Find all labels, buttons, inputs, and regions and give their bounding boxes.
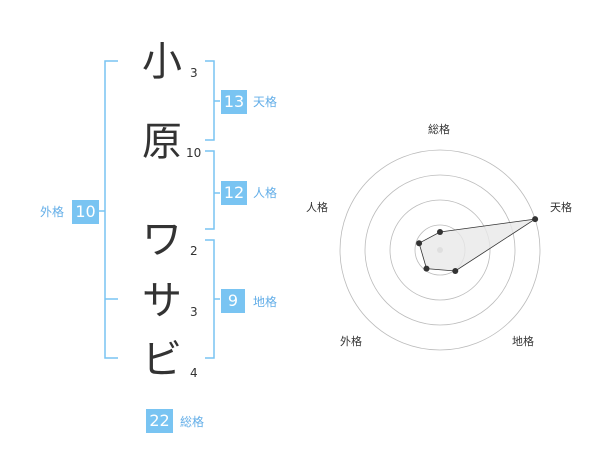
name-char-2: 原 xyxy=(142,119,182,165)
radar-label-jinkaku: 人格 xyxy=(306,201,328,214)
stroke-count-1: 3 xyxy=(190,66,198,80)
gaikaku-bracket xyxy=(104,60,118,359)
stroke-count-2: 10 xyxy=(186,146,202,160)
radar-ring-3 xyxy=(364,174,516,326)
chikaku-label: 地格 xyxy=(253,295,278,309)
jinkaku-value: 12 xyxy=(221,181,247,205)
radar-ring-4 xyxy=(339,149,541,351)
chikaku-value: 9 xyxy=(221,289,245,313)
soukaku-label: 総格 xyxy=(180,415,205,429)
stroke-count-3: 2 xyxy=(190,244,198,258)
radar-grid xyxy=(339,149,541,351)
name-char-3: ワ xyxy=(142,217,182,263)
stroke-count-4: 3 xyxy=(190,305,198,319)
gaikaku-label: 外格 xyxy=(40,205,65,219)
radar-point-soukaku xyxy=(437,229,443,235)
radar-points xyxy=(416,216,539,275)
radar-label-tenkaku: 天格 xyxy=(550,201,572,214)
radar-point-tenkaku xyxy=(532,216,539,223)
radar-point-chikaku xyxy=(452,268,459,275)
radar-polygon xyxy=(418,218,536,272)
name-char-5: ビ xyxy=(142,337,182,383)
name-char-1: 小 xyxy=(142,39,182,85)
radar-point-gaikaku xyxy=(423,265,430,272)
jinkaku-label: 人格 xyxy=(253,186,278,200)
tenkaku-value: 13 xyxy=(221,90,247,114)
radar-ring-2 xyxy=(389,199,491,301)
radar-label-gaikaku: 外格 xyxy=(340,335,362,348)
jinkaku-bracket xyxy=(205,150,215,230)
tenkaku-label: 天格 xyxy=(253,95,278,109)
stroke-count-5: 4 xyxy=(190,366,198,380)
radar-label-soukaku: 総格 xyxy=(428,123,450,136)
radar-point-jinkaku xyxy=(416,240,423,247)
soukaku-value: 22 xyxy=(146,409,173,433)
radar-label-chikaku: 地格 xyxy=(512,335,534,348)
gaikaku-value: 10 xyxy=(72,200,99,224)
name-char-4: サ xyxy=(142,278,182,324)
